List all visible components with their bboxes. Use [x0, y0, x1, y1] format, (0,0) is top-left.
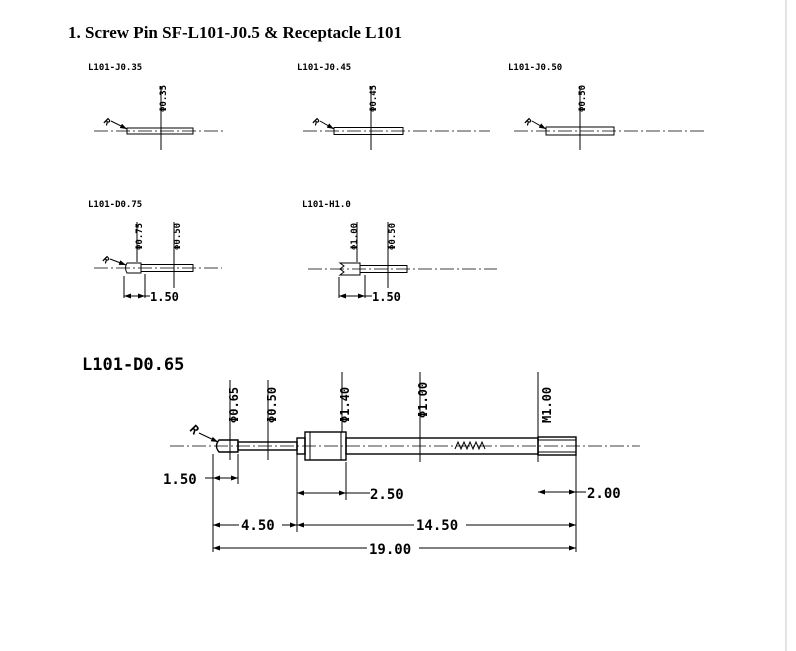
pin-j035: L101-J0.35 Φ0.35 R [88, 63, 225, 150]
dia-label-1: Φ1.00 [350, 223, 360, 250]
dim-19-00: 19.00 [369, 542, 411, 558]
main-pin-name: L101-D0.65 [82, 355, 184, 375]
dia-label-2: Φ0.50 [388, 223, 398, 250]
pin-h10: L101-H1.0 Φ1.00 Φ0.50 1.50 [302, 200, 497, 304]
dim-2-00: 2.00 [587, 486, 621, 502]
len-label: 1.50 [372, 290, 401, 304]
dim-text-mask [367, 540, 419, 556]
dia-label-140: Φ1.40 [338, 387, 352, 423]
dia-label-2: Φ0.50 [173, 223, 183, 250]
radius-leader [319, 120, 335, 130]
pin-d075: L101-D0.75 Φ0.75 Φ0.50 R 1.50 [88, 200, 222, 304]
pin-j045: L101-J0.45 Φ0.45 R [297, 63, 490, 150]
dim-14-50: 14.50 [416, 518, 458, 534]
radius-label: R [187, 422, 203, 438]
pin-name: L101-H1.0 [302, 200, 351, 210]
radius-leader [198, 432, 219, 443]
radius-label: R [100, 255, 111, 266]
pin-name: L101-J0.50 [508, 63, 562, 73]
radius-label: R [522, 117, 533, 128]
pin-name: L101-J0.45 [297, 63, 351, 73]
pin-head [125, 262, 142, 274]
dia-label: Φ0.50 [578, 85, 588, 112]
dim-text-mask [239, 517, 282, 533]
dim-text-mask [414, 517, 466, 533]
dia-label: Φ0.35 [159, 85, 169, 112]
radius-leader [110, 120, 128, 130]
pin-body [126, 127, 194, 135]
dia-label-1: Φ0.75 [135, 223, 145, 250]
dim-tip: 1.50 [163, 472, 197, 488]
radius-label: R [310, 117, 321, 128]
radius-leader [531, 120, 547, 130]
page-title: 1. Screw Pin SF-L101-J0.5 & Receptacle L… [68, 23, 402, 42]
radius-label: R [101, 117, 112, 128]
pin-body [359, 265, 408, 273]
pin-name: L101-D0.75 [88, 200, 142, 210]
dia-label-m100: M1.00 [540, 387, 554, 423]
dim-2-50: 2.50 [370, 487, 404, 503]
main-pin-drawing: L101-D0.65 Φ0.65 Φ0.50 Φ1.40 Φ1.00 M1.00 [82, 355, 640, 558]
dim-4-50: 4.50 [241, 518, 275, 534]
dia-label-065: Φ0.65 [227, 387, 241, 423]
spring [454, 440, 486, 451]
dia-label-050: Φ0.50 [265, 387, 279, 423]
dia-label: Φ0.45 [369, 85, 379, 112]
pin-body [333, 127, 404, 135]
pin-j050: L101-J0.50 Φ0.50 R [508, 63, 704, 150]
pin-name: L101-J0.35 [88, 63, 142, 73]
len-label: 1.50 [150, 290, 179, 304]
radius-leader [109, 258, 127, 266]
pin-body [140, 264, 194, 272]
dia-label-100: Φ1.00 [416, 382, 430, 418]
